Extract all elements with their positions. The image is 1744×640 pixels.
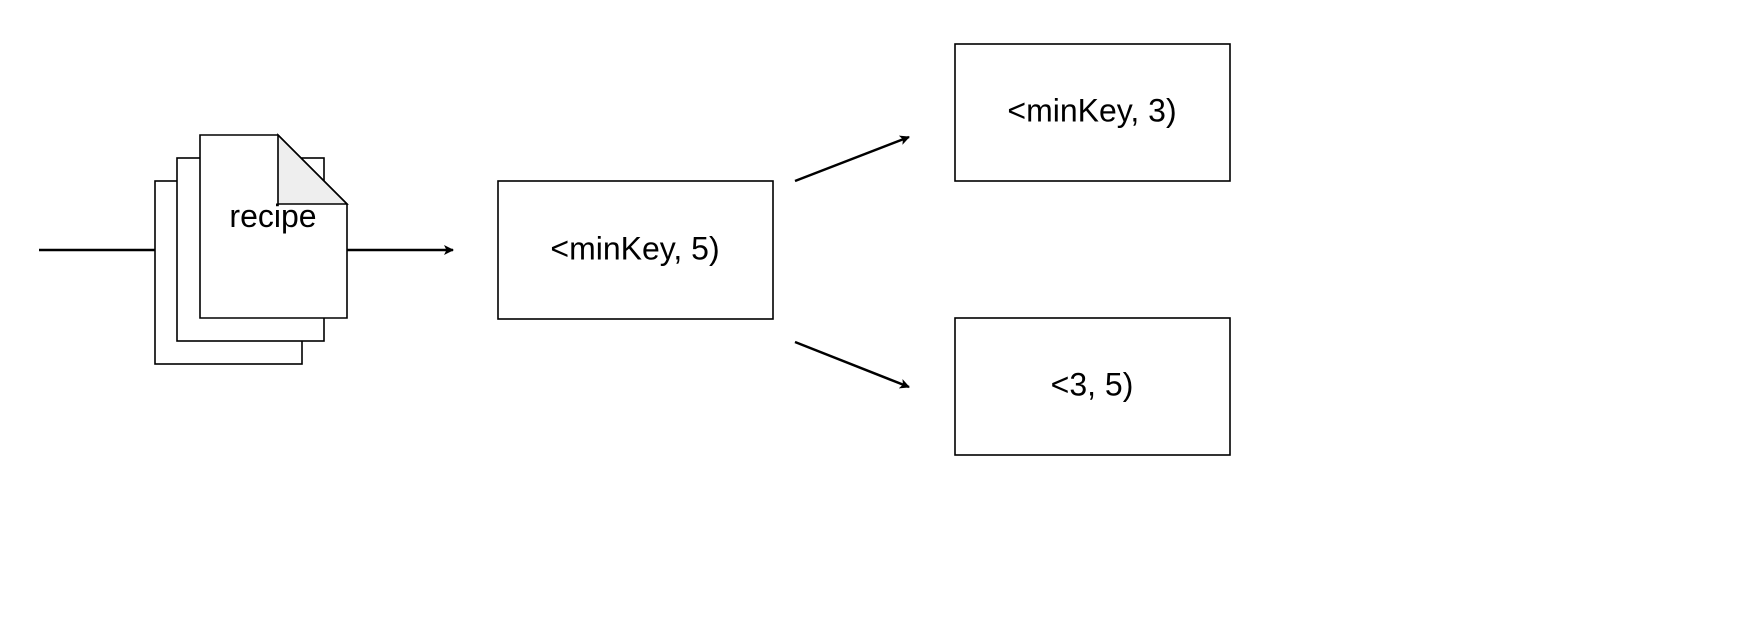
split-range-rect-upper bbox=[954, 43, 1231, 182]
document-stack-icon: recipe bbox=[154, 133, 349, 365]
split-range-box-upper: <minKey, 3) bbox=[954, 43, 1231, 182]
document-fold-corner bbox=[277, 133, 349, 205]
split-range-label-lower: <3, 5) bbox=[1051, 366, 1134, 402]
source-range-label: <minKey, 5) bbox=[550, 230, 719, 266]
source-range-rect bbox=[497, 180, 774, 320]
source-range-box: <minKey, 5) bbox=[497, 180, 774, 320]
split-arrow-lower bbox=[794, 340, 910, 389]
split-range-label-upper: <minKey, 3) bbox=[1007, 92, 1176, 128]
document-label: recipe bbox=[229, 198, 316, 234]
split-range-box-lower: <3, 5) bbox=[954, 317, 1231, 456]
split-range-rect-lower bbox=[954, 317, 1231, 456]
split-arrow-upper bbox=[794, 135, 910, 183]
